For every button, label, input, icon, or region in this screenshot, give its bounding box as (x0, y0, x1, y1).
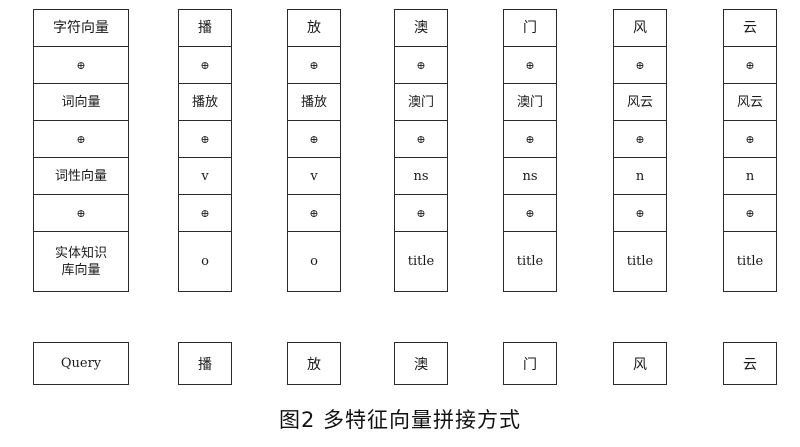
feature-column-6: 云 ⊕ 风云 ⊕ n ⊕ title (723, 9, 777, 292)
kb-cell: o (310, 254, 318, 269)
concat-operator: ⊕ (179, 121, 231, 158)
word-vector-label: 词向量 (34, 84, 128, 121)
char-cell: 云 (724, 10, 776, 47)
query-char-box: 门 (503, 342, 557, 385)
concat-operator: ⊕ (34, 47, 128, 84)
kb-cell: title (516, 254, 544, 269)
query-char-box: 播 (178, 342, 232, 385)
char-cell: 放 (288, 10, 340, 47)
concat-operator: ⊕ (614, 47, 666, 84)
concat-operator: ⊕ (724, 195, 776, 232)
concat-operator: ⊕ (504, 121, 556, 158)
query-char-box: 放 (287, 342, 341, 385)
pos-cell: n (724, 158, 776, 195)
kb-cell: o (201, 254, 209, 269)
figure-caption: 图2 多特征向量拼接方式 (278, 408, 522, 432)
char-cell: 风 (614, 10, 666, 47)
word-cell: 澳门 (504, 84, 556, 121)
concat-operator: ⊕ (34, 195, 128, 232)
query-label-box: Query (33, 342, 129, 385)
pos-vector-label: 词性向量 (34, 158, 128, 195)
concat-operator: ⊕ (34, 121, 128, 158)
concat-operator: ⊕ (179, 47, 231, 84)
char-cell: 门 (504, 10, 556, 47)
word-cell: 风云 (724, 84, 776, 121)
pos-cell: ns (395, 158, 447, 195)
char-cell: 播 (179, 10, 231, 47)
concat-operator: ⊕ (179, 195, 231, 232)
char-cell: 澳 (395, 10, 447, 47)
kb-cell: title (736, 254, 764, 269)
pos-cell: ns (504, 158, 556, 195)
feature-column-1: 播 ⊕ 播放 ⊕ v ⊕ o (178, 9, 232, 292)
concat-operator: ⊕ (724, 47, 776, 84)
word-cell: 澳门 (395, 84, 447, 121)
concat-operator: ⊕ (614, 121, 666, 158)
concat-operator: ⊕ (395, 121, 447, 158)
feature-column-3: 澳 ⊕ 澳门 ⊕ ns ⊕ title (394, 9, 448, 292)
feature-column-2: 放 ⊕ 播放 ⊕ v ⊕ o (287, 9, 341, 292)
concat-operator: ⊕ (724, 121, 776, 158)
concat-operator: ⊕ (504, 47, 556, 84)
pos-cell: v (288, 158, 340, 195)
word-cell: 风云 (614, 84, 666, 121)
kb-vector-label: 实体知识 库向量 (54, 245, 107, 278)
kb-cell: title (407, 254, 435, 269)
concat-operator: ⊕ (504, 195, 556, 232)
pos-cell: n (614, 158, 666, 195)
concat-operator: ⊕ (395, 47, 447, 84)
concat-operator: ⊕ (395, 195, 447, 232)
concat-operator: ⊕ (614, 195, 666, 232)
concat-operator: ⊕ (288, 121, 340, 158)
concat-operator: ⊕ (288, 47, 340, 84)
concat-operator: ⊕ (288, 195, 340, 232)
feature-column-4: 门 ⊕ 澳门 ⊕ ns ⊕ title (503, 9, 557, 292)
word-cell: 播放 (288, 84, 340, 121)
pos-cell: v (179, 158, 231, 195)
kb-cell: title (626, 254, 654, 269)
feature-label-column: 字符向量 ⊕ 词向量 ⊕ 词性向量 ⊕ 实体知识 库向量 (33, 9, 129, 292)
feature-column-5: 风 ⊕ 风云 ⊕ n ⊕ title (613, 9, 667, 292)
query-char-box: 风 (613, 342, 667, 385)
query-char-box: 澳 (394, 342, 448, 385)
char-vector-label: 字符向量 (34, 10, 128, 47)
word-cell: 播放 (179, 84, 231, 121)
query-char-box: 云 (723, 342, 777, 385)
